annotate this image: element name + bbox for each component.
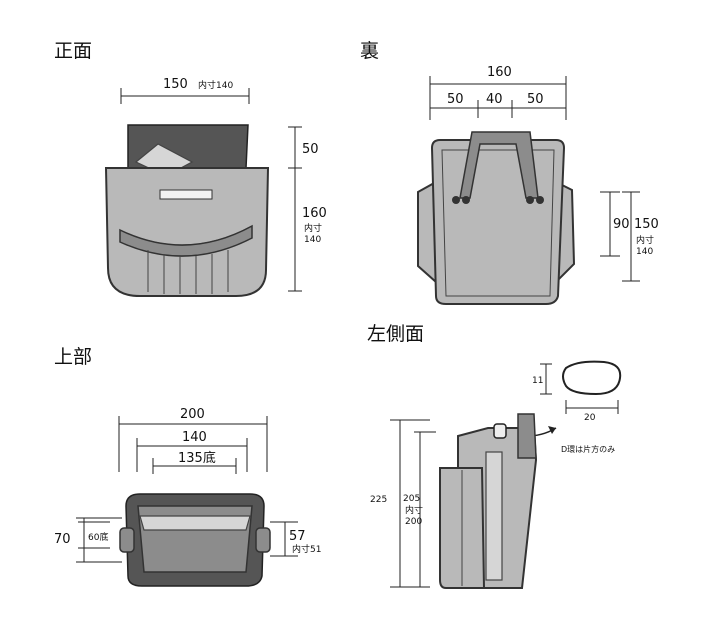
front-pocket-band [119,224,253,257]
front-inner-caption: 内寸 [304,222,322,234]
back-seg-right-label: 50 [527,92,544,107]
d-ring-section [562,360,622,396]
side-belt-loop [517,413,537,459]
top-width-mid-label: 140 [182,430,207,445]
d-ring-height-label: 11 [532,376,543,386]
d-ring-note: D環は片方のみ [561,444,615,454]
side-inner-pocket [485,451,503,581]
top-bag-inner-edge [139,515,251,531]
front-body-height-label: 160 [302,206,327,221]
back-rivet-left-2 [462,196,470,204]
side-view: 左側面 11 20 D環は片方のみ 225 205 内寸 200 [367,323,622,589]
side-body-height-label: 205 [403,494,420,504]
back-rivet-right-1 [526,196,534,204]
front-width-inner-label: 内寸140 [198,79,233,91]
front-top-height-label: 50 [302,142,319,157]
top-right-handle [255,527,271,553]
back-height-small-label: 90 [613,217,630,232]
back-inner-caption: 内寸 [636,234,654,246]
back-panel [430,139,566,305]
back-belt-loop [459,131,539,199]
side-inner-value: 200 [405,517,422,527]
top-depth-bottom-label: 60底 [88,531,108,543]
back-view: 裏 160 50 40 50 90 150 内寸 140 [360,40,659,305]
back-rivet-right-2 [536,196,544,204]
side-inner-caption: 内寸 [405,504,423,516]
front-title: 正面 [54,40,92,62]
top-depth-label: 70 [54,532,71,547]
front-logo-label [159,189,213,200]
top-depth-right-inner-label: 内寸51 [292,543,321,555]
top-depth-right-label: 57 [289,529,306,544]
back-inner-value: 140 [636,247,653,257]
top-width-bottom-label: 135底 [178,450,216,466]
back-rivet-left-1 [452,196,460,204]
back-width-label: 160 [487,65,512,80]
side-d-ring [493,423,507,439]
front-view: 正面 150 内寸140 50 160 内寸 140 [54,40,327,297]
d-ring-width-label: 20 [584,413,596,423]
back-title: 裏 [360,40,379,62]
top-width-outer-label: 200 [180,407,205,422]
back-height-large-label: 150 [634,217,659,232]
back-seg-left-label: 50 [447,92,464,107]
top-title: 上部 [54,346,92,368]
back-seg-mid-label: 40 [486,92,503,107]
side-total-height-label: 225 [370,495,387,505]
top-view: 上部 200 140 135底 70 60底 57 内寸51 [54,346,321,587]
front-width-label: 150 [163,77,188,92]
front-inner-value: 140 [304,235,321,245]
top-left-handle [119,527,135,553]
side-title: 左側面 [367,323,424,345]
